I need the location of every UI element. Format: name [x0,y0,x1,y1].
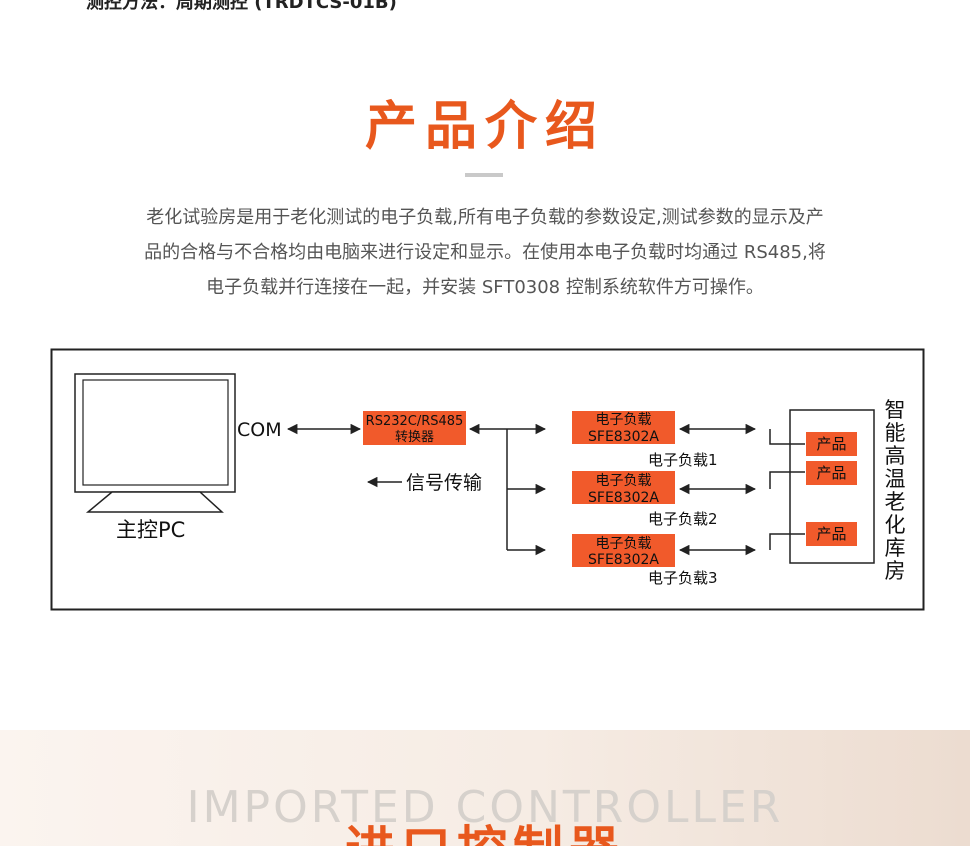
room-label-char: 房 [885,559,906,583]
product-label: 产品 [816,435,846,453]
converter-line2: 转换器 [395,430,434,445]
load-caption: 电子负载1 [648,451,718,469]
monitor-icon [74,373,236,513]
aging-room-box [789,409,875,564]
load-line2: SFE8302A [588,429,659,445]
converter-box [363,411,466,445]
load-line1: 电子负载 [596,536,652,552]
room-label-char: 温 [885,467,906,491]
load-box [572,471,675,504]
room-label-char: 智 [885,398,906,422]
product-label: 产品 [816,464,846,482]
room-label: 智 能 高 温 老 化 库 房 [885,398,906,583]
signal-label: 信号传输 [406,472,482,494]
load-line1: 电子负载 [596,473,652,489]
truncated-top-text: 测控方法：周期测控 (TRDTCS-01B) [86,0,397,13]
product-box [806,522,857,546]
product-box [806,432,857,456]
intro-line: 电子负载并行连接在一起，并安装 SFT0308 控制系统软件方可操作。 [206,277,764,298]
converter-line1: RS232C/RS485 [366,414,464,429]
ghost-title: IMPORTED CONTROLLER [186,782,784,833]
room-label-char: 高 [885,444,906,468]
load-line1: 电子负载 [596,412,652,428]
intro-line: 品的合格与不合格均由电脑来进行设定和显示。在使用本电子负载时均通过 RS485,… [144,242,826,263]
product-link-line [769,533,805,550]
system-diagram: 主控PC COM RS232C/RS485 转换器 信号传输 电子负载 SFE8… [50,348,925,615]
intro-line: 老化试验房是用于老化测试的电子负载,所有电子负载的参数设定,测试参数的显示及产 [146,207,824,228]
load-box [572,534,675,567]
intro-paragraph: 老化试验房是用于老化测试的电子负载,所有电子负载的参数设定,测试参数的显示及产 … [82,200,888,305]
product-link-line [769,429,805,445]
controller-section: IMPORTED CONTROLLER 进口控制器 [0,730,970,846]
room-label-char: 能 [885,421,906,445]
com-label: COM [237,419,282,441]
pc-label: 主控PC [116,518,185,542]
controller-title: 进口控制器 [0,810,970,846]
load-caption: 电子负载2 [648,510,718,528]
room-label-char: 库 [885,536,906,560]
product-link-line [769,471,805,489]
product-label: 产品 [816,525,846,543]
load-line2: SFE8302A [588,490,659,506]
title-divider [465,173,503,177]
load-line2: SFE8302A [588,552,659,568]
product-box [806,461,857,485]
room-label-char: 老 [885,490,906,514]
load-caption: 电子负载3 [648,569,718,587]
section-title: 产品介绍 [364,97,605,157]
room-label-char: 化 [885,513,906,537]
load-box [572,411,675,444]
